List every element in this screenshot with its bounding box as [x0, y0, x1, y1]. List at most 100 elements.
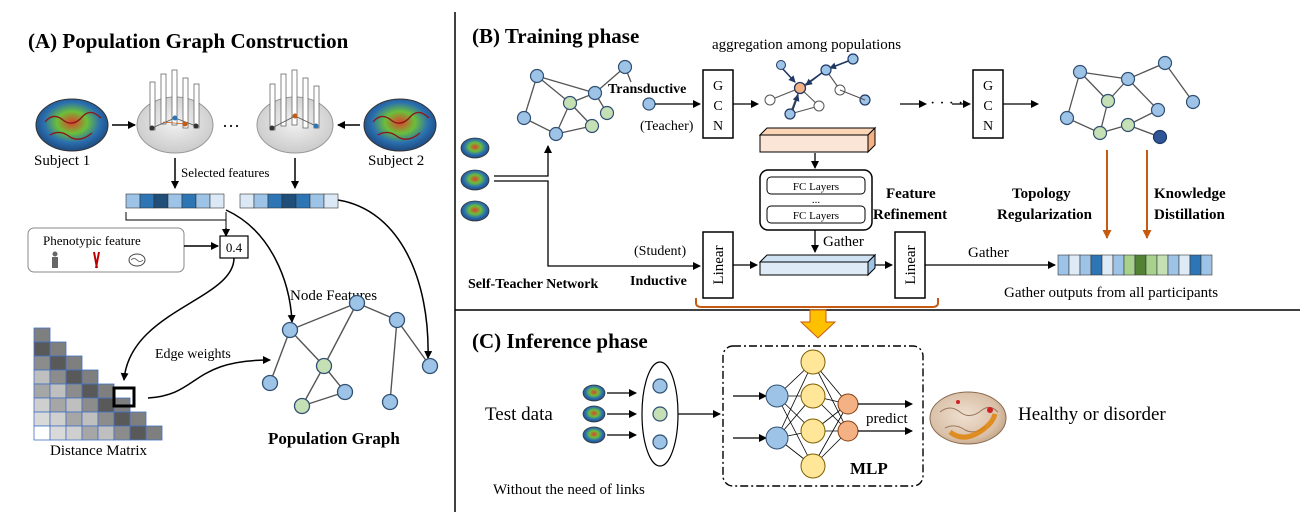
subject1-brain — [35, 98, 109, 152]
feature-refinement-2: Refinement — [873, 207, 947, 223]
phenotypic-box: Phenotypic feature — [27, 227, 185, 273]
panel-c-title: (C) Inference phase — [472, 329, 648, 353]
teacher-feature-bar — [758, 126, 877, 154]
matrix-cell — [129, 411, 147, 427]
matrix-cell — [33, 425, 51, 441]
matrix-cell — [65, 383, 83, 399]
gcn2-n: N — [983, 119, 993, 134]
matrix-cell — [49, 425, 67, 441]
feature-vector-right — [239, 193, 339, 209]
teacher-node — [642, 97, 656, 111]
output-bar — [1057, 254, 1213, 276]
matrix-cell — [33, 369, 51, 385]
orange-bracket — [695, 298, 939, 308]
matrix-cell — [65, 411, 83, 427]
gray-brain-right — [256, 69, 334, 154]
transductive-label: Transductive — [608, 82, 686, 97]
matrix-cell — [33, 383, 51, 399]
arrow-edge-weights — [147, 356, 271, 399]
matrix-cell — [97, 425, 115, 441]
matrix-cell — [97, 397, 115, 413]
teacher-label: (Teacher) — [640, 119, 694, 134]
phenotypic-value: 0.4 — [226, 240, 243, 255]
matrix-cell — [97, 383, 115, 399]
matrix-cell — [49, 411, 67, 427]
mlp-box — [722, 345, 924, 487]
selected-features-label: Selected features — [181, 165, 269, 180]
matrix-cell — [81, 397, 99, 413]
linear-box-1: Linear — [702, 231, 734, 299]
arrow-vector-to-graph-1 — [225, 209, 296, 323]
matrix-cell — [81, 383, 99, 399]
arrow-vector-to-graph-2 — [337, 199, 433, 359]
matrix-cell — [81, 411, 99, 427]
matrix-cell — [49, 383, 67, 399]
feature-vector-left — [125, 193, 225, 209]
matrix-cell — [113, 425, 131, 441]
subject1-label: Subject 1 — [34, 153, 90, 169]
gcn-box-2: G C N — [972, 69, 1004, 139]
aggregation-label: aggregation among populations — [712, 37, 901, 53]
person-icon — [52, 251, 58, 268]
subject2-label: Subject 2 — [368, 153, 424, 169]
matrix-cell — [33, 327, 51, 343]
predict-label: predict — [866, 411, 908, 427]
without-links-label: Without the need of links — [493, 482, 645, 498]
matrix-cell — [65, 369, 83, 385]
matrix-cell — [33, 397, 51, 413]
fc-layers-box: FC Layers ... FC Layers — [759, 169, 873, 231]
matrix-cell — [65, 397, 83, 413]
arrow-to-graph — [494, 145, 552, 177]
fc-layers-label-1: FC Layers — [793, 181, 839, 193]
result-label: Healthy or disorder — [1018, 404, 1166, 425]
bracket-left — [125, 212, 227, 228]
gather-outputs-label: Gather outputs from all participants — [1004, 285, 1218, 301]
training-graph-right — [1059, 55, 1201, 145]
matrix-cell — [113, 411, 131, 427]
knowledge-label-1: Knowledge — [1154, 186, 1226, 202]
gray-brain-left — [136, 69, 214, 154]
ellipsis-a: ··· — [222, 116, 240, 136]
test-node-group — [641, 361, 679, 467]
population-graph — [261, 294, 439, 415]
matrix-cell — [33, 355, 51, 371]
matrix-cell — [81, 369, 99, 385]
feature-columns-right — [269, 69, 320, 131]
gcn-box-1: G C N — [702, 69, 734, 139]
matrix-cell — [49, 355, 67, 371]
knowledge-label-2: Distillation — [1154, 207, 1225, 223]
matrix-cell — [33, 411, 51, 427]
gather-right-label: Gather — [968, 245, 1009, 261]
panel-b-title: (B) Training phase — [472, 24, 639, 48]
matrix-cell — [65, 425, 83, 441]
subject2-brain — [363, 98, 437, 152]
gcn1-c: C — [713, 99, 722, 114]
mlp-network — [765, 349, 859, 479]
panel-a-title: (A) Population Graph Construction — [28, 29, 349, 53]
down-arrow — [799, 309, 837, 339]
arrow-value-to-matrix — [120, 257, 235, 381]
matrix-cell — [49, 397, 67, 413]
matrix-cell — [49, 369, 67, 385]
arrow-to-linear — [494, 180, 701, 270]
test-data-label: Test data — [485, 404, 553, 425]
topology-label-2: Regularization — [997, 207, 1093, 223]
training-graph-left — [516, 59, 633, 142]
input-brains — [460, 137, 490, 222]
gather-label: Gather — [823, 234, 864, 250]
feature-refinement-1: Feature — [886, 186, 936, 202]
linear-label-1: Linear — [711, 245, 727, 284]
linear-box-2: Linear — [894, 231, 926, 299]
brain-scan-icon — [128, 253, 146, 267]
result-brain — [929, 391, 1007, 445]
fc-layers-label-2: FC Layers — [793, 210, 839, 222]
matrix-highlight-cell — [112, 386, 136, 408]
panel-dividers — [454, 12, 1300, 512]
matrix-cell — [49, 341, 67, 357]
edge-weights-label: Edge weights — [155, 347, 231, 362]
gcn2-g: G — [983, 79, 993, 94]
phenotypic-label: Phenotypic feature — [43, 233, 141, 248]
gcn1-n: N — [713, 119, 723, 134]
inductive-label: Inductive — [630, 274, 687, 289]
chromosome-icon — [93, 251, 100, 269]
